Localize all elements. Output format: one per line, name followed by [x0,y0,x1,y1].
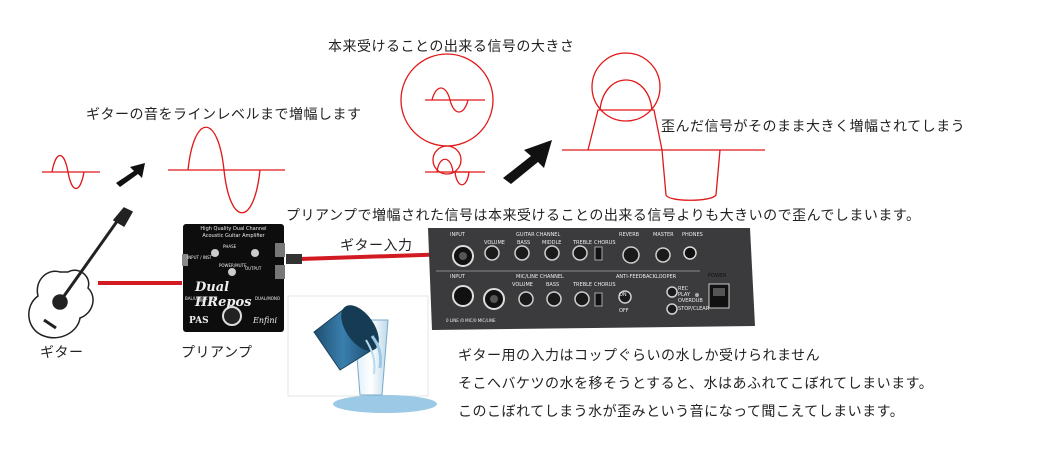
amp-input2-label: INPUT [450,274,465,280]
amp-on-label: ON [619,292,627,298]
preamp-output-label: OUTPUT [245,266,262,271]
preamp-maker-logo: PAS [189,316,209,326]
amp-mic-channel-label: MIC/LINE CHANNEL [516,274,564,280]
caption-boost: ギターの音をラインレベルまで増幅します [86,107,362,123]
amp-power-label: POWER [708,273,727,279]
preamp-model-name: Dual HRepos [195,280,252,310]
preamp-power-label: POWER/MUTE [219,263,247,268]
amp-volume-label: VOLUME [484,240,505,246]
label-guitar-input: ギター入力 [340,238,413,254]
amp-bass2-label: BASS [546,282,560,288]
amp-overdub-label: OVERDUB [678,298,703,304]
arrow-right-icon [116,163,145,187]
preamp-top-line-1: High Quality Dual Channel [200,226,267,232]
cable-plug [286,254,302,264]
amp-mic-hint-label: 0 LINE /0 MIC/0 MIC/LINE [446,318,496,323]
analogy-line-1: ギター用の入力はコップぐらいの水しか受けられません [458,348,821,364]
amp-anti-feedback-label: ANTI-FEEDBACK [616,274,657,280]
preamp-labels: High Quality Dual Channel Acoustic Guita… [183,224,284,332]
preamp-signature: Enfini [253,316,278,325]
label-guitar: ギター [40,345,84,361]
amp-input-cable [299,252,453,261]
preamp-phase-label: PHASE [223,244,237,249]
amp-middle-label: MIDDLE [542,240,562,246]
amp-input-label: INPUT [450,232,465,238]
acoustic-guitar-icon [28,207,134,339]
amp-bass-label: BASS [517,240,531,246]
preamp-top-line-2: Acoustic Guitar Amplifier [202,233,265,239]
amplified-sine-wave [168,126,285,214]
preamp-foot-right-label: DUAL/MONO [255,296,281,301]
amp-chorus-label: CHORUS [594,240,616,246]
amp-treble-label: TREBLE [573,240,593,246]
amp-stop-clear-label: STOP/CLEAR [678,306,710,312]
amp-looper-label: LOOPER [656,274,677,280]
amp-rec-label: REC [678,286,689,292]
signal-capacity-diagram [400,53,494,186]
water-spill-illustration [287,295,437,413]
preamp-input-label: INPUT / INST [187,255,212,260]
caption-explanation: プリアンプで増幅された信号は本来受けることの出来る信号よりも大きいので歪んでしま… [286,208,921,224]
analogy-line-3: このこぼれてしまう水が歪みという音になって聞こえてしまいます。 [458,404,905,420]
amp-volume2-label: VOLUME [512,282,533,288]
amp-off-label: OFF [619,308,629,314]
amp-treble2-label: TREBLE [573,282,593,288]
amp-play-label: PLAY [678,292,691,298]
analogy-line-2: そこへバケツの水を移そうとすると、水はあふれてこぼれてしまいます。 [458,376,934,392]
amp-chorus2-label: CHORUS [594,282,616,288]
clipped-signal-diagram [562,52,765,201]
amplifier-panel [428,228,755,330]
amp-master-label: MASTER [653,232,674,238]
caption-capacity: 本来受けることの出来る信号の大きさ [328,39,575,55]
label-preamp: プリアンプ [181,345,253,361]
preamp-device [182,224,285,332]
preamp-foot-left-label: BAL/UNBAL OUT [185,296,218,301]
amp-phones-label: PHONES [682,232,703,238]
amp-reverb-label: REVERB [619,232,640,238]
arrow-right-icon [503,140,552,184]
small-sine-wave [42,154,100,190]
amp-panel-labels: INPUT GUITAR CHANNEL VOLUME BASS MIDDLE … [428,228,755,330]
amp-guitar-channel-label: GUITAR CHANNEL [516,232,561,238]
caption-distorted: 歪んだ信号がそのまま大きく増幅されてしまう [661,119,966,135]
